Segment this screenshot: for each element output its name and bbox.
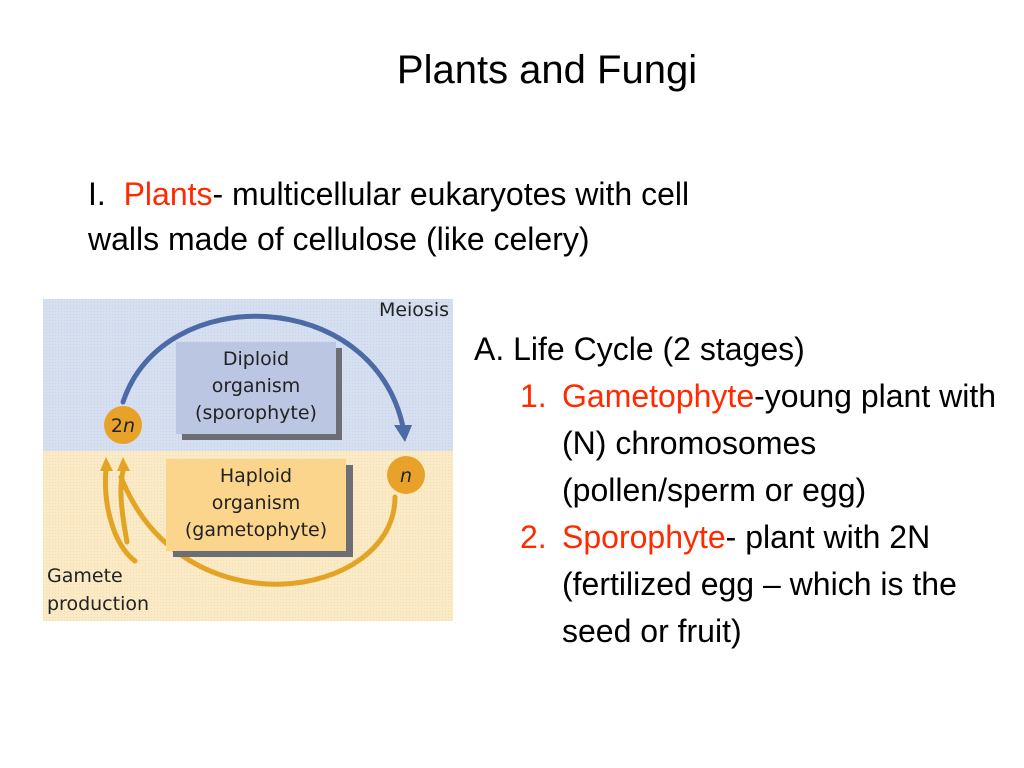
gamete-arrowhead-1 bbox=[100, 457, 113, 471]
diploid-box bbox=[176, 342, 336, 434]
diploid-badge-label: 2n bbox=[111, 415, 135, 437]
item-number: 1. bbox=[520, 378, 547, 414]
diploid-line-2: organism bbox=[212, 375, 301, 397]
diploid-line-1: Diploid bbox=[223, 348, 289, 370]
haploid-line-2: organism bbox=[212, 492, 301, 514]
diploid-badge bbox=[104, 406, 142, 444]
gamete-arrow-left bbox=[103, 466, 138, 564]
item-term: Sporophyte bbox=[562, 519, 726, 555]
meiosis-arrowhead bbox=[394, 425, 412, 442]
life-cycle-item-sporophyte: 2. Sporophyte- plant with 2N (fertilized… bbox=[474, 514, 1014, 655]
intro-text: I. Plants- multicellular eukaryotes with… bbox=[88, 172, 888, 262]
item-description: - plant with 2N (fertilized egg – which … bbox=[562, 519, 957, 649]
intro-definition: - multicellular eukaryotes with cell bbox=[212, 176, 690, 212]
life-cycle-diagram: Diploid organism (sporophyte) Haploid or… bbox=[43, 299, 453, 621]
gamete-label-line-1: Gamete bbox=[47, 565, 123, 587]
intro-prefix: I. bbox=[88, 176, 106, 212]
item-term: Gametophyte bbox=[562, 378, 755, 414]
intro-term: Plants bbox=[123, 176, 213, 212]
gamete-arrowhead-2 bbox=[117, 457, 130, 471]
haploid-badge bbox=[387, 456, 425, 494]
meiosis-label: Meiosis bbox=[379, 299, 449, 321]
gamete-arrow-inner bbox=[118, 468, 130, 545]
haploid-line-1: Haploid bbox=[220, 465, 292, 487]
gamete-label-line-2: production bbox=[47, 593, 149, 615]
item-description: -young plant with (N) chromosomes (polle… bbox=[562, 378, 997, 508]
slide-title: Plants and Fungi bbox=[396, 48, 698, 92]
intro-line2: walls made of cellulose (like celery) bbox=[88, 221, 590, 257]
meiosis-arrow bbox=[120, 313, 406, 430]
diploid-line-3: (sporophyte) bbox=[195, 402, 317, 424]
haploid-box bbox=[166, 459, 346, 551]
haploid-badge-label: n bbox=[400, 465, 412, 487]
life-cycle-heading: A. Life Cycle (2 stages) bbox=[474, 331, 805, 367]
haploid-line-3: (gametophyte) bbox=[185, 519, 327, 541]
fertilization-arrow bbox=[118, 474, 398, 587]
life-cycle-item-gametophyte: 1. Gametophyte-young plant with (N) chro… bbox=[474, 373, 1014, 514]
life-cycle-section: A. Life Cycle (2 stages) 1. Gametophyte-… bbox=[474, 326, 1014, 655]
item-number: 2. bbox=[520, 519, 547, 555]
